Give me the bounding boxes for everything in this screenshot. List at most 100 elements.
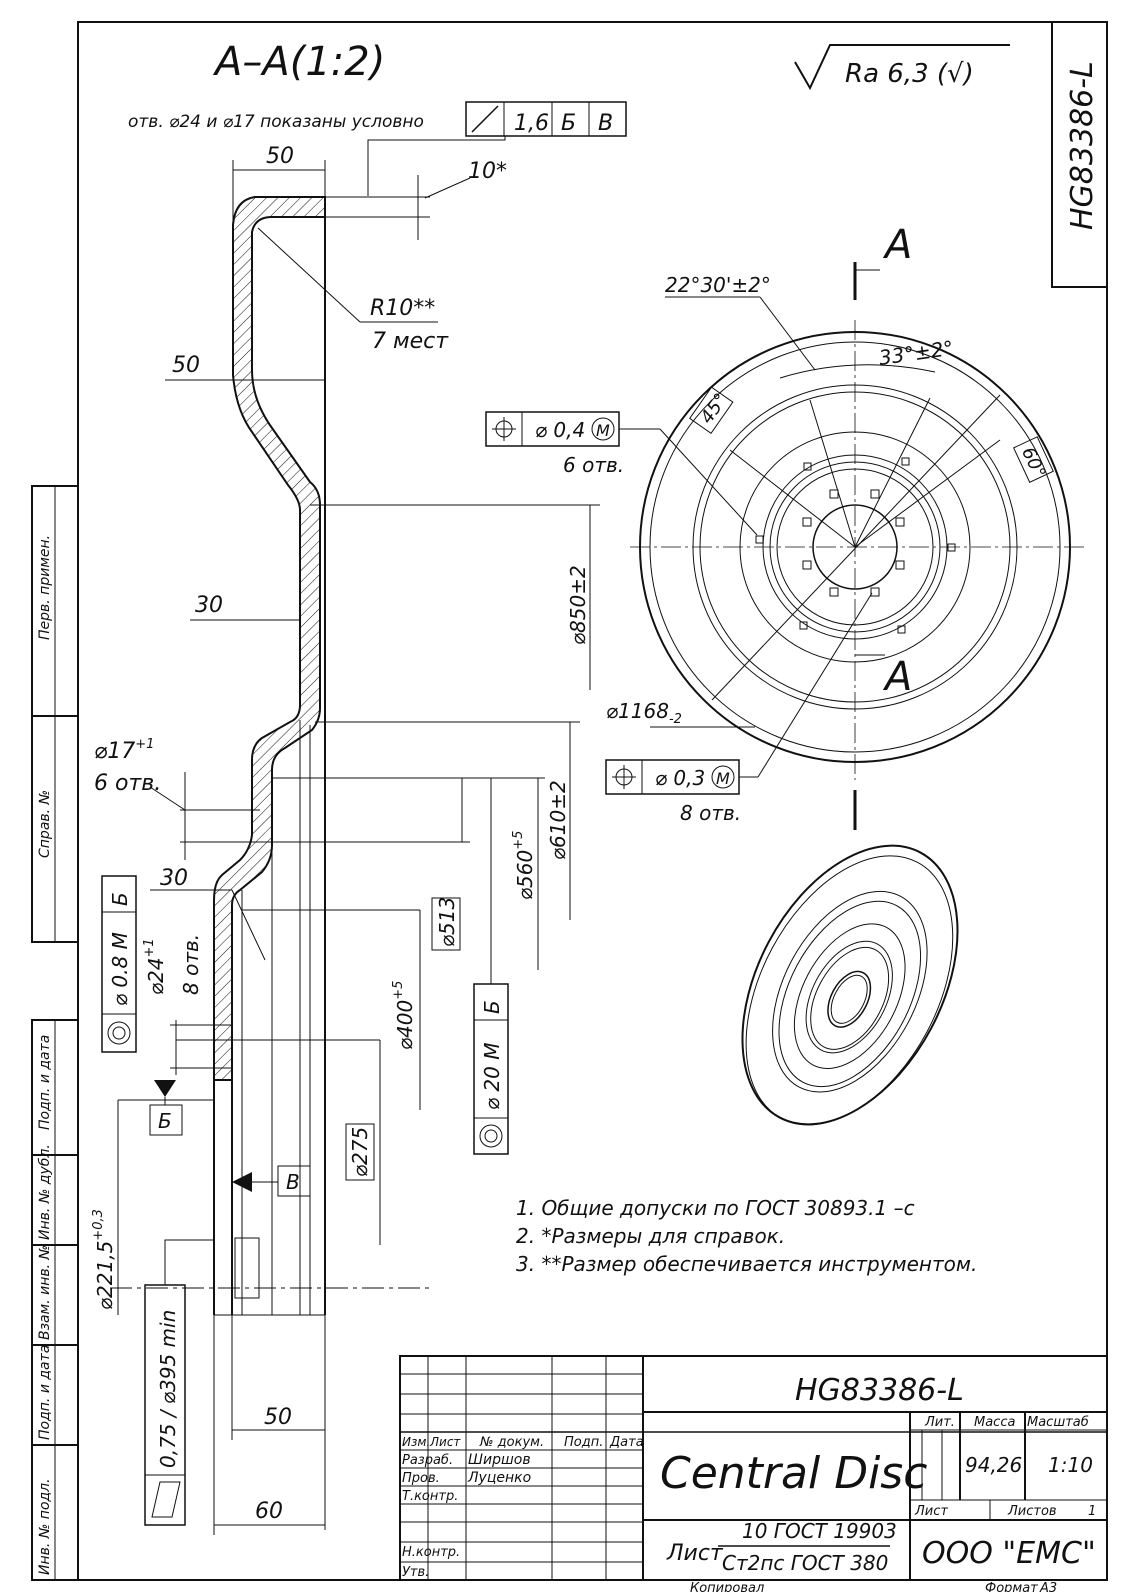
row-checked: Пров. [402,1471,440,1486]
hdr-izm: Изм. [402,1435,430,1449]
dim-275: ⌀275 [345,1123,375,1181]
pos-08-text: ⌀ 0.8 M [108,932,132,1006]
dim-17-text: ⌀17+1 [94,737,154,764]
datum-b-text: Б [158,1109,172,1133]
angle-33-text: 33°±2° [877,336,955,370]
stamp-dup-inv-no: Инв. № дубл. [37,1144,53,1240]
roughness-value: Ra 6,3 (√) [845,59,974,89]
row-tcontrol: Т.контр. [402,1489,458,1504]
drawing-number-box: HG83386-L [1051,21,1108,288]
vertical-drawing-number: HG83386-L [1065,61,1100,230]
mass-value: 94,26 [965,1453,1022,1477]
hdr-date: Дата [609,1435,644,1450]
isometric-view [741,844,959,1126]
dim-513: ⌀513 [242,897,461,1110]
radius-count-text: 7 мест [372,329,449,354]
roughness-symbol: Ra 6,3 (√) [794,44,1010,91]
pos-04-count: 6 отв. [563,453,624,477]
dim-275-text: ⌀275 [348,1127,372,1177]
datum-b: Б [149,1080,183,1136]
dim-24-count-text: 8 отв. [179,934,203,995]
dim-400-text: ⌀400+5 [391,981,417,1050]
runout-arrow-icon [471,105,499,133]
dim-17-count-text: 6 отв. [94,771,161,796]
runout-value: 1,6 [514,111,549,136]
dim-850: ⌀850±2 [310,504,600,690]
dim-221-text: ⌀221,5+0,3 [91,1209,117,1310]
copied-label: Копировал [690,1581,764,1592]
holes-note: отв. ⌀24 и ⌀17 показаны условно [128,112,424,132]
dim-24-text: ⌀24+1 [142,938,168,995]
position-icon [612,765,636,789]
note-2: 2. *Размеры для справок. [516,1224,785,1248]
position-frame-04: ⌀ 0,4 M 6 отв. [485,411,758,536]
front-view: A A 22°30'±2° 33°±2° 45° 60° ⌀1168-2 [606,222,1085,830]
pos-20-text: ⌀ 20 M [480,1043,504,1110]
stamp-sign-date-1: Подп. и дата [37,1035,53,1130]
part-name: Central Disc [660,1448,927,1499]
mass-label: Масса [974,1415,1015,1430]
pos-04-value: ⌀ 0,4 [535,418,585,442]
dim-513-text: ⌀513 [435,897,459,947]
material-top: 10 ГОСТ 19903 [742,1519,897,1543]
dim-400: ⌀400+5 [391,981,417,1050]
dim-610-text: ⌀610±2 [546,780,570,860]
dim-60-text: 60 [255,1499,283,1524]
runout-datum-1: Б [561,111,576,136]
title-code: HG83386-L [795,1373,964,1408]
dim-24: ⌀24+1 8 отв. [142,934,381,1245]
stamp-replace-inv-no: Взам. инв. № [37,1245,53,1340]
company-name: ООО "ЕМС" [922,1536,1096,1571]
dim-50-top: 50 [232,144,326,225]
hdr-docnum: № докум. [479,1435,544,1450]
dim-50-bottom-text: 50 [264,1405,292,1430]
dim-221: ⌀221,5+0,3 [91,1099,214,1315]
dim-50-left: 50 [165,353,325,381]
position-frame-03: ⌀ 0,3 M 8 отв. [605,592,873,825]
position-icon [492,417,516,441]
runout-frame: 1,6 Б В [367,101,627,196]
section-label-top: A [882,222,912,268]
holes-8 [802,489,905,597]
stamp-first-use: Перв. примен. [37,535,53,640]
general-notes: 1. Общие допуски по ГОСТ 30893.1 –c 2. *… [516,1196,977,1276]
flatness-frame: 0,75 / ⌀395 min [144,1237,260,1526]
position-icon [107,1021,131,1045]
flatness-text: 0,75 / ⌀395 min [156,1310,180,1468]
sheet-label: Лист [914,1504,948,1519]
note-3: 3. **Размер обеспечивается инструментом. [516,1252,977,1276]
dim-30-upper-text: 30 [195,593,223,618]
stamp-original-inv-no: Инв. № подл. [37,1478,53,1575]
dim-60: 60 [213,1315,325,1535]
developer-name: Ширшов [468,1452,531,1468]
pos-03-value: ⌀ 0,3 [655,766,705,790]
dim-10-text: 10* [468,159,507,184]
section-label-bottom: A [882,654,912,700]
datum-v: В [232,1165,311,1197]
scale-value: 1:10 [1048,1453,1093,1477]
sheets-label: Листов [1007,1504,1057,1519]
section-title: A–A(1:2) [212,39,385,85]
radius-text: R10** [370,296,435,321]
format-value: А3 [1039,1581,1057,1592]
dia-1168-text: ⌀1168-2 [606,699,682,727]
hdr-list: Лист [429,1435,461,1449]
pos-03-count: 8 отв. [680,801,741,825]
note-1: 1. Общие допуски по ГОСТ 30893.1 –c [516,1196,915,1220]
position-frame-20: ⌀ 20 M Б [473,778,509,1155]
row-ncontrol: Н.контр. [402,1545,460,1560]
pos-04-mod: M [596,421,610,440]
datum-v-text: В [286,1170,300,1194]
dim-50-top-text: 50 [266,144,294,169]
dim-50-left-text: 50 [172,353,200,378]
title-block: Изм. Лист № докум. Подп. Дата Разраб. Ши… [399,1355,1108,1581]
position-frame-08: ⌀ 0.8 M Б [101,875,137,1053]
format-label: Формат [985,1581,1038,1592]
stamp-reference-no: Справ. № [37,790,53,858]
dim-850-text: ⌀850±2 [566,565,590,645]
position-icon [479,1124,503,1148]
dim-560: ⌀560+5 [272,777,545,970]
dim-610: ⌀610±2 [315,721,580,920]
scale-label: Масштаб [1027,1415,1089,1430]
